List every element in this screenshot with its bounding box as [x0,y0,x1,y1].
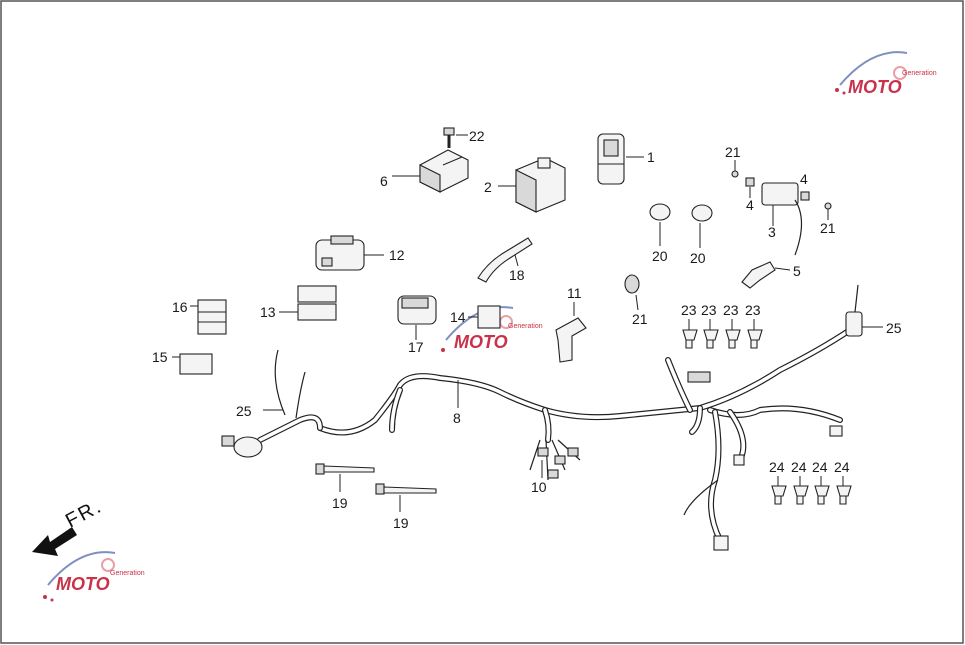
part-10-connector-bundle: 10 [531,447,579,495]
part-6-control-unit: 6 [380,149,469,193]
part-3-ignition-coil: 3 [761,182,803,256]
callout-10: 10 [531,479,547,495]
part-5-spark-plug-cap: 5 [741,261,801,289]
callout-19-upper: 19 [332,495,348,511]
watermark-logo-bottom-left: MOTO Generation [43,551,145,602]
part-2-ecu-box: 2 [484,157,566,213]
callout-16: 16 [172,299,188,315]
callout-13: 13 [260,304,276,320]
watermark-subtext: Generation [508,323,543,330]
part-24-clips: 24 24 24 24 [769,459,852,505]
watermark-subtext: Generation [110,570,145,577]
callout-23-b: 23 [701,302,717,318]
part-20-hose-clamp-left: 20 [649,203,671,264]
callout-25-right: 25 [886,320,902,336]
callout-24-a: 24 [769,459,785,475]
callout-23-d: 23 [745,302,761,318]
arrow-left-down-icon [32,527,77,556]
part-19-cable-tie-upper: 19 [315,463,375,511]
callout-21-lower: 21 [632,311,648,327]
part-18-bracket: 18 [477,237,533,283]
callout-18: 18 [509,267,525,283]
part-21-screw-top: 21 [725,144,741,178]
part-21-screw-right: 21 [820,202,836,236]
callout-23-c: 23 [723,302,739,318]
part-13-fuse-pads: 13 [260,285,337,321]
watermark-text: MOTO [56,574,110,594]
callout-25-left: 25 [236,403,252,419]
callout-4-right: 4 [800,171,808,187]
part-14-small-relay: 14 [450,305,501,329]
part-11-sensor: 11 [555,285,587,363]
part-19-cable-tie-lower: 19 [375,483,437,531]
callout-15: 15 [152,349,168,365]
part-16-connector-block: 16 [172,299,227,335]
callout-23-a: 23 [681,302,697,318]
callout-5: 5 [793,263,801,279]
part-23-clips: 23 23 23 23 [681,302,763,349]
watermark-text: MOTO [848,77,902,97]
part-4-nut-right: 4 [800,171,810,201]
part-17-flasher-cover: 17 [397,295,437,355]
callout-12: 12 [389,247,405,263]
part-25-sub-harness-left: 25 [221,349,323,458]
callout-19-lower: 19 [393,515,409,531]
callout-14: 14 [450,309,466,325]
part-21-grommet: 21 [624,274,648,327]
callout-20-right: 20 [690,250,706,266]
callout-3: 3 [768,224,776,240]
callout-11: 11 [567,285,582,301]
watermark-logo-top-right: MOTO Generation [835,51,937,97]
part-12-regulator: 12 [315,235,405,271]
part-8-main-wire-harness: 8 [317,327,853,551]
callout-4-left: 4 [746,197,754,213]
part-15-relay: 15 [152,349,213,375]
callout-21-top: 21 [725,144,741,160]
callout-2: 2 [484,179,492,195]
part-1-relay-housing: 1 [597,133,655,185]
callout-24-b: 24 [791,459,807,475]
callout-21-right: 21 [820,220,836,236]
watermark-subtext: Generation [902,70,937,77]
callout-17: 17 [408,339,424,355]
callout-24-c: 24 [812,459,828,475]
callout-22: 22 [469,128,485,144]
part-22-bolt: 22 [443,127,485,148]
callout-24-d: 24 [834,459,850,475]
watermark-text: MOTO [454,332,508,352]
callout-20-left: 20 [652,248,668,264]
callout-1: 1 [647,149,655,165]
part-25-sub-harness-right: 25 [845,284,902,337]
part-4-nut-left: 4 [745,177,755,213]
callout-8: 8 [453,410,461,426]
callout-6: 6 [380,173,388,189]
part-20-hose-clamp-right: 20 [690,204,713,266]
